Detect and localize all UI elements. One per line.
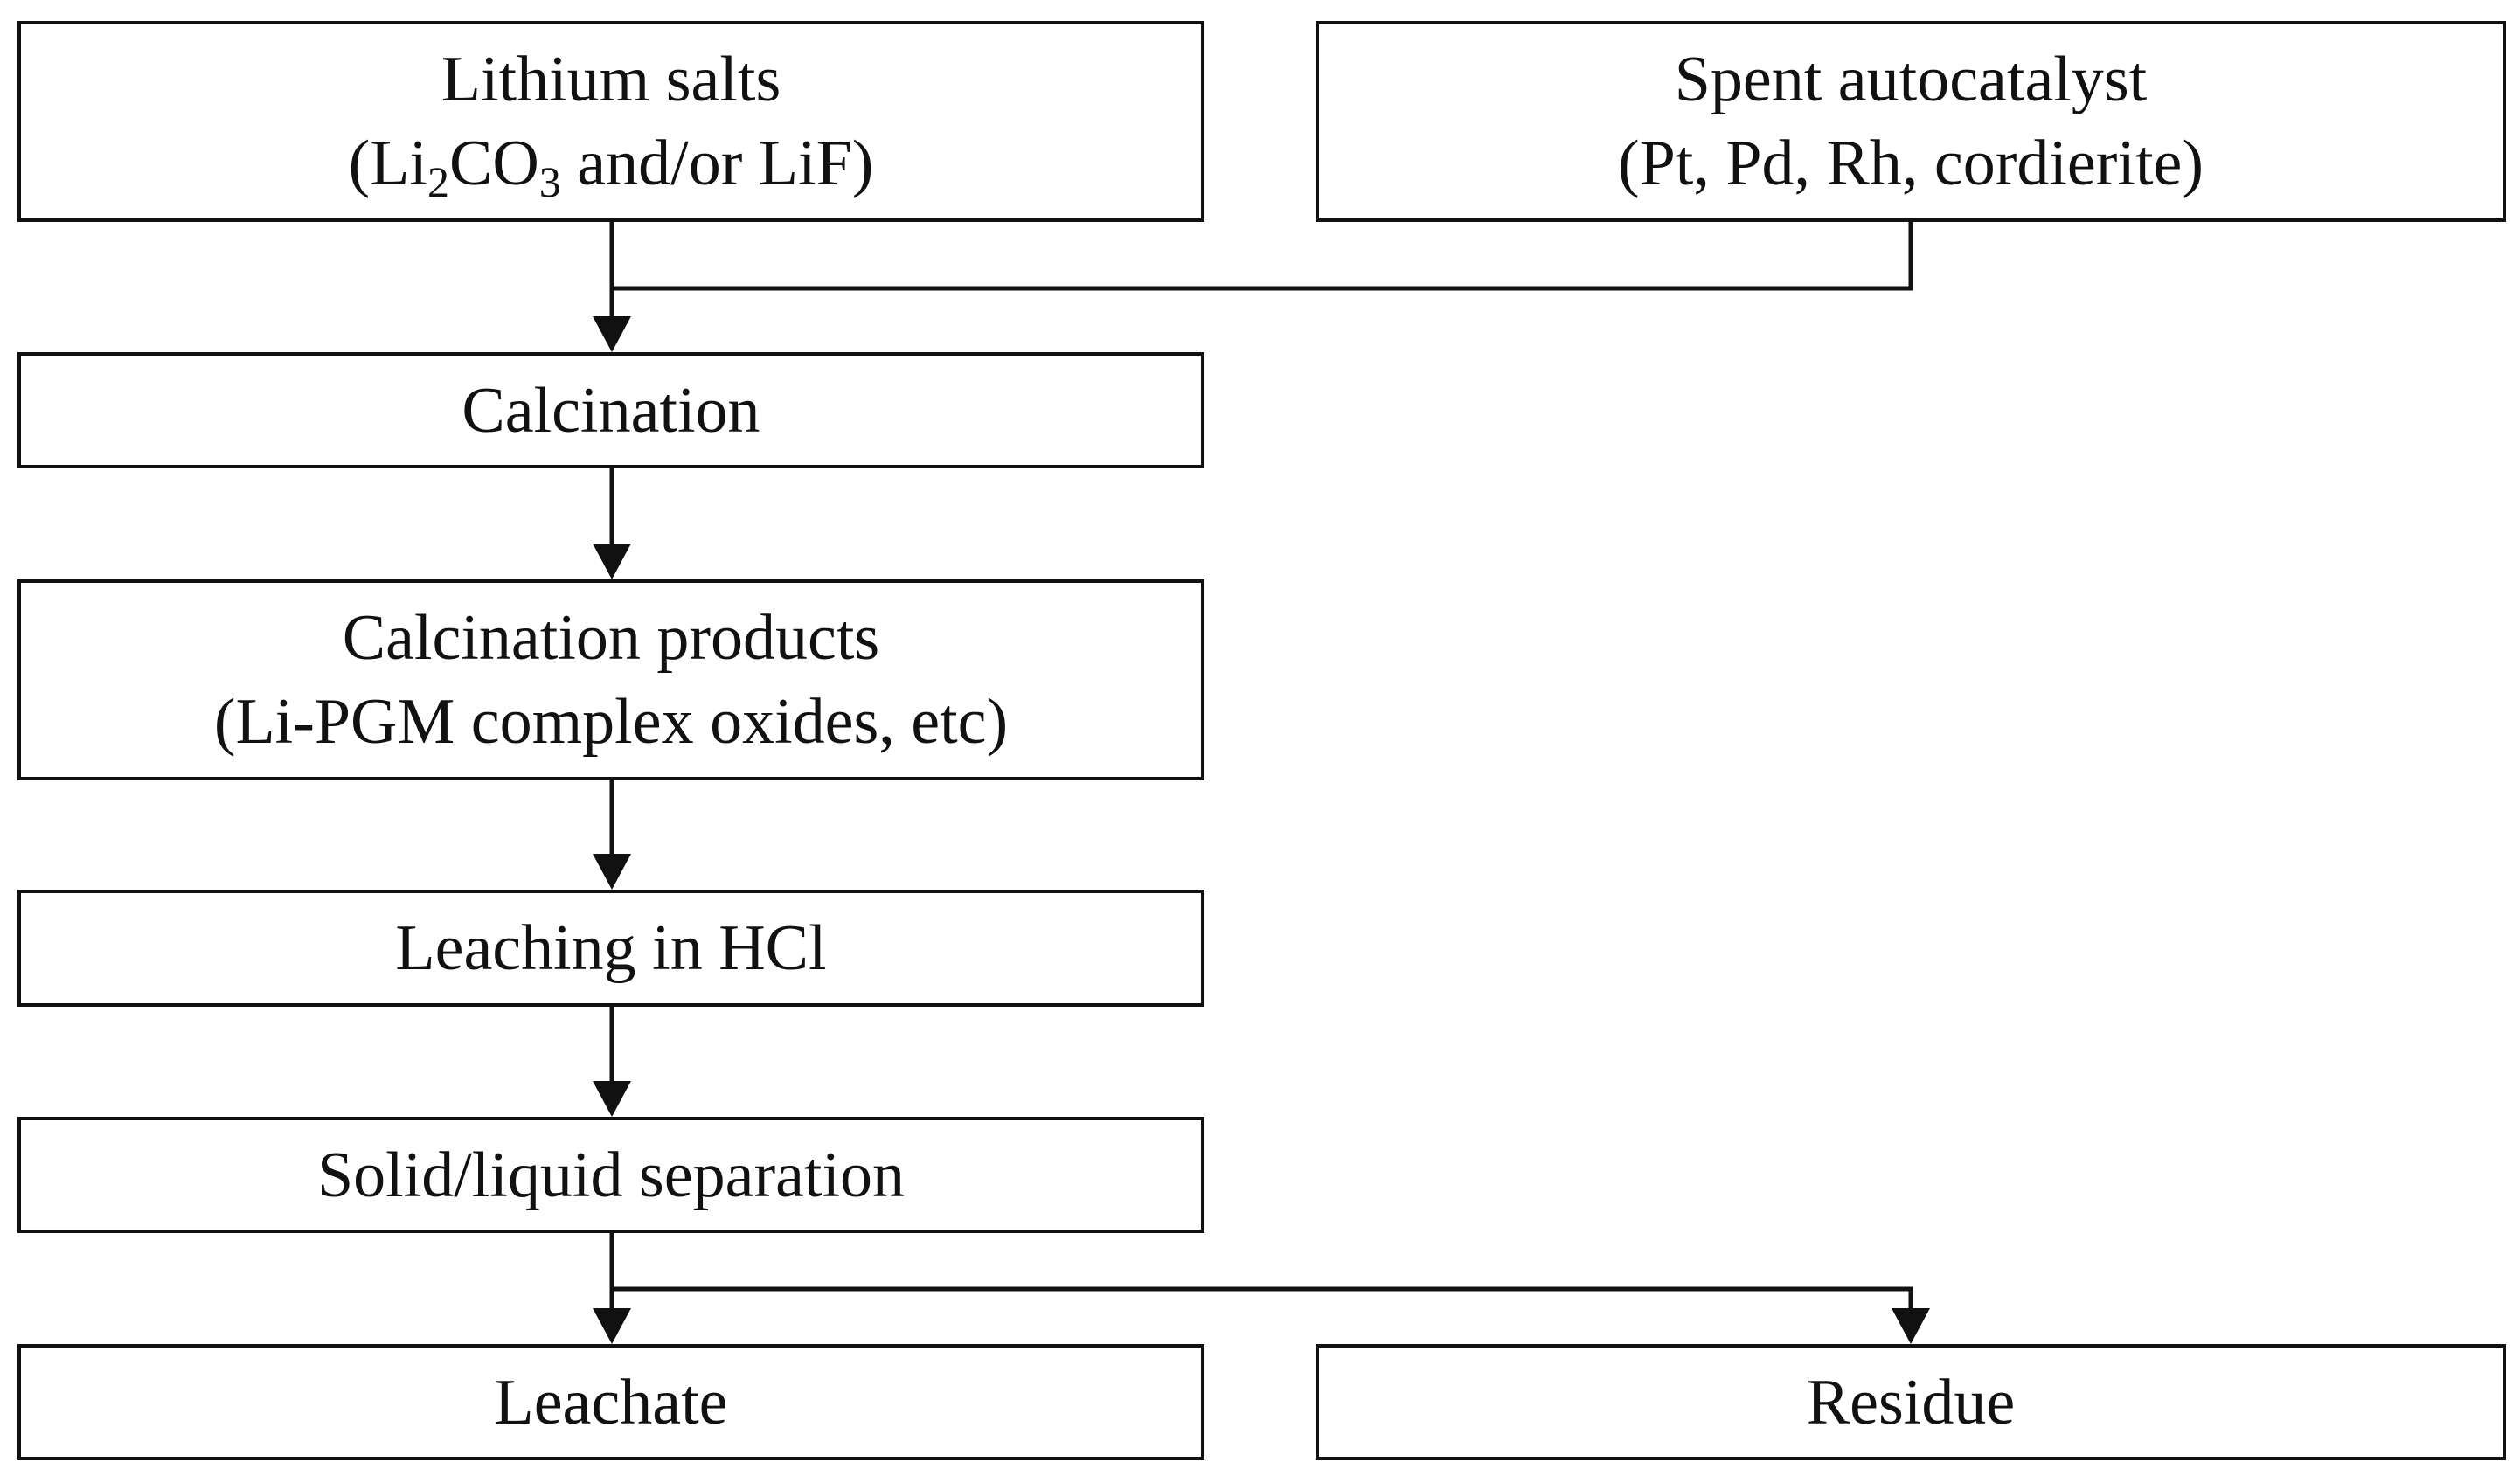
connector-autocatalyst-to-merge xyxy=(612,222,1913,291)
lithium-salts-title: Lithium salts xyxy=(441,44,781,115)
arrowhead-leaching xyxy=(593,854,631,890)
leaching-title: Leaching in HCl xyxy=(395,912,827,984)
lithium-salts-formula: (Li2CO3 and/or LiF) xyxy=(348,128,874,206)
leachate-title: Leachate xyxy=(494,1366,728,1438)
connector-separation-to-residue xyxy=(612,1286,1913,1315)
leachate-box: Leachate xyxy=(17,1344,1204,1460)
leaching-box: Leaching in HCl xyxy=(17,890,1204,1007)
arrowhead-leachate xyxy=(593,1308,631,1344)
calcination-box: Calcination xyxy=(17,352,1204,468)
calcination-title: Calcination xyxy=(462,374,760,447)
separation-title: Solid/liquid separation xyxy=(316,1139,906,1211)
spent-autocatalyst-box: Spent autocatalyst (Pt, Pd, Rh, cordieri… xyxy=(1316,21,2506,222)
calcination-products-subtitle: (Li-PGM complex oxides, etc) xyxy=(213,686,1009,758)
lithium-salts-box: Lithium salts (Li2CO3 and/or LiF) xyxy=(17,21,1204,222)
residue-box: Residue xyxy=(1316,1344,2506,1460)
arrowhead-products xyxy=(593,544,631,579)
arrowhead-calcination xyxy=(593,316,631,352)
calcination-products-title: Calcination products xyxy=(342,602,880,674)
calcination-products-box: Calcination products (Li-PGM complex oxi… xyxy=(17,579,1204,780)
arrowhead-residue xyxy=(1892,1308,1930,1344)
spent-autocatalyst-subtitle: (Pt, Pd, Rh, cordierite) xyxy=(1617,128,2204,199)
residue-title: Residue xyxy=(1806,1366,2016,1438)
arrowhead-separation xyxy=(593,1081,631,1117)
spent-autocatalyst-title: Spent autocatalyst xyxy=(1674,44,2148,115)
separation-box: Solid/liquid separation xyxy=(17,1117,1204,1233)
